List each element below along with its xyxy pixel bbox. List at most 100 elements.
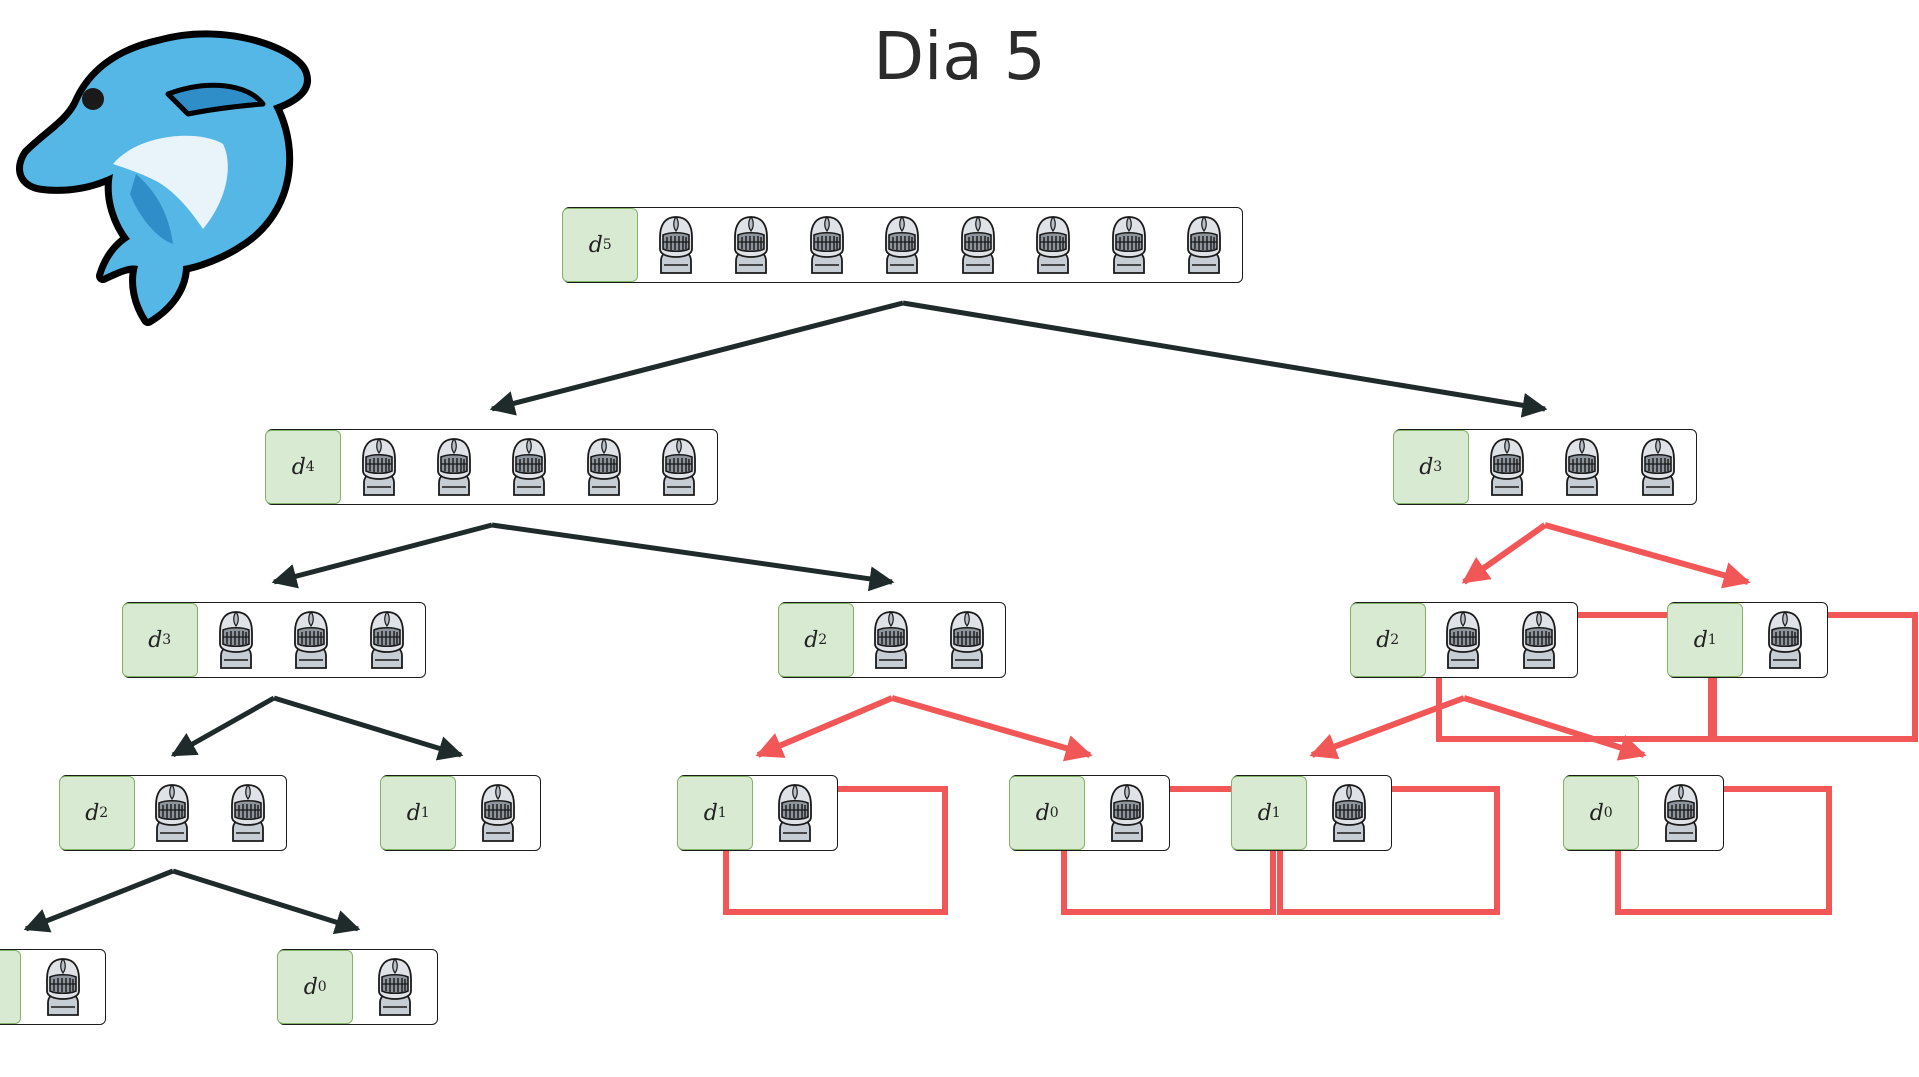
knight-row (1743, 603, 1827, 677)
edge-root-to-n_d4 (489, 300, 904, 416)
knight-helmet-icon (1521, 610, 1556, 669)
node-label-var: d (1693, 627, 1708, 653)
edge-n_d2_left-to-n_d0_bottom (172, 868, 361, 935)
node-label-subscript: 4 (305, 459, 315, 475)
edge-n_d4-to-n_d3_left (271, 522, 493, 589)
knight-helmet-icon (155, 783, 190, 842)
knight-helmet-icon (369, 610, 404, 669)
knight-helmet-icon (437, 437, 471, 496)
node-label-var: d (588, 232, 603, 258)
knight-helmet-icon (1565, 437, 1599, 496)
node-label-subscript: 1 (1271, 805, 1281, 821)
node-label-subscript: 5 (602, 237, 612, 253)
node-label-var: d (1035, 800, 1050, 826)
node-label-var: d (1419, 454, 1434, 480)
node-label-subscript: 2 (818, 632, 828, 648)
node-label-subscript: 0 (317, 979, 327, 995)
edge-n_d2_mid-to-n_d0_mid (891, 695, 1093, 762)
knight-helmet-icon (230, 783, 265, 842)
node-label-subscript: 2 (99, 805, 109, 821)
edge-n_d4-to-n_d2_mid (491, 522, 895, 592)
node-label-var: d (148, 627, 163, 653)
knight-helmet-icon (361, 437, 396, 496)
node-label-var: d (1376, 627, 1391, 653)
node-label-var: d (406, 800, 421, 826)
node-label-subscript: 1 (717, 805, 727, 821)
tree-node-n_d1_bottom: d1 (0, 949, 106, 1025)
knight-row (753, 776, 837, 850)
knight-helmet-icon (778, 783, 812, 842)
knight-row (1639, 776, 1723, 850)
node-label-var: d (804, 627, 819, 653)
knight-helmet-icon (734, 215, 769, 274)
knight-row (198, 603, 425, 677)
knight-helmet-icon (874, 610, 909, 669)
knight-helmet-icon (218, 610, 253, 669)
dolphin-icon (16, 30, 311, 326)
knight-helmet-icon (1768, 610, 1802, 669)
node-label-subscript: 0 (1049, 805, 1059, 821)
knight-helmet-icon (949, 610, 984, 669)
edge-root-to-n_d3_right (902, 300, 1548, 418)
node-label-var: d (1257, 800, 1272, 826)
edge-n_d3_left-to-n_d1_left (273, 695, 464, 761)
node-label-subscript: 2 (1390, 632, 1400, 648)
knight-row (456, 776, 540, 850)
node-label-subscript: 0 (1603, 805, 1613, 821)
knight-helmet-icon (1640, 437, 1675, 496)
knight-helmet-icon (662, 437, 697, 496)
node-label-var: d (85, 800, 100, 826)
knight-helmet-icon (1332, 783, 1366, 842)
edge-n_d2_right-to-n_d0_r2 (1463, 695, 1647, 761)
node-label-var: d (291, 454, 306, 480)
knight-row (21, 950, 105, 1024)
knight-row (1085, 776, 1169, 850)
edge-n_d3_left-to-n_d2_left (170, 695, 276, 758)
knight-row (854, 603, 1005, 677)
node-label-subscript: 1 (1707, 632, 1717, 648)
knight-row (341, 430, 717, 504)
knight-helmet-icon (885, 215, 920, 274)
knight-row (638, 208, 1242, 282)
knight-row (1307, 776, 1391, 850)
edge-n_d2_right-to-n_d1_r2 (1309, 695, 1466, 760)
node-label-var: d (703, 800, 718, 826)
edge-n_d2_left-to-n_d1_bottom (23, 868, 174, 933)
knight-helmet-icon (587, 437, 622, 496)
knight-helmet-icon (809, 215, 844, 274)
knight-helmet-icon (659, 215, 693, 274)
knight-helmet-icon (1111, 215, 1146, 274)
knight-helmet-icon (1446, 610, 1481, 669)
knight-helmet-icon (1187, 215, 1222, 274)
node-label-subscript: 3 (1433, 459, 1443, 475)
knight-row (353, 950, 437, 1024)
node-label-var: d (303, 974, 318, 1000)
knight-row (1426, 603, 1577, 677)
edge-n_d2_mid-to-n_d1_mid (755, 695, 894, 758)
